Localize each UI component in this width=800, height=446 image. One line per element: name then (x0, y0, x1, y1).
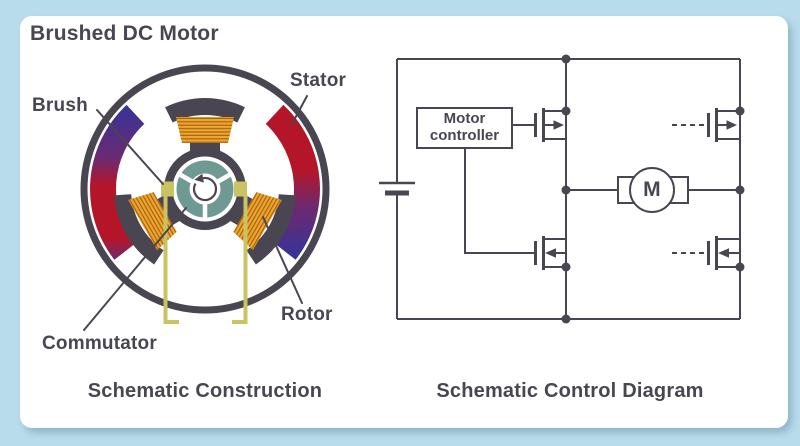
motor-construction-diagram (80, 64, 330, 331)
motor-controller-line1: Motor (443, 110, 486, 128)
motor-controller-line2: controller (429, 127, 500, 144)
stator-ring (80, 64, 330, 314)
page-title: Brushed DC Motor (30, 22, 219, 45)
mosfet-bottom-right (707, 236, 740, 270)
mosfet-top-left (534, 108, 566, 142)
rotation-arrow-icon (192, 173, 218, 202)
brush-lead-left (163, 195, 179, 324)
junction-dots (561, 54, 745, 324)
control-circuit-diagram (379, 54, 745, 324)
commutator-segment-gaps (177, 172, 233, 219)
stator-magnet-left (90, 104, 145, 260)
motor-controller-label: Motor controller (417, 108, 512, 148)
brush-lead-right (232, 195, 248, 324)
label-brush: Brush (32, 95, 88, 116)
battery-icon (379, 181, 415, 196)
mosfet-top-right (707, 108, 740, 142)
label-rotor: Rotor (281, 304, 333, 325)
caption-control: Schematic Control Diagram (436, 380, 704, 402)
rotor-coil (176, 117, 234, 143)
label-commutator: Commutator (42, 333, 157, 354)
pointer-line-rotor (262, 216, 303, 304)
label-pointer-lines (83, 95, 308, 331)
pointer-line-brush (96, 109, 164, 185)
label-stator: Stator (290, 70, 347, 91)
stator-magnet-right (265, 104, 320, 260)
brush-right (234, 181, 247, 197)
caption-construction: Schematic Construction (87, 380, 323, 402)
motor-symbol (617, 167, 689, 213)
pointer-line-stator (291, 95, 308, 125)
brush-left (161, 181, 174, 197)
motor-controller-box (416, 107, 513, 149)
motor-letter: M (643, 178, 661, 201)
mosfet-bottom-left (534, 236, 566, 270)
pointer-line-commutator (83, 207, 187, 331)
